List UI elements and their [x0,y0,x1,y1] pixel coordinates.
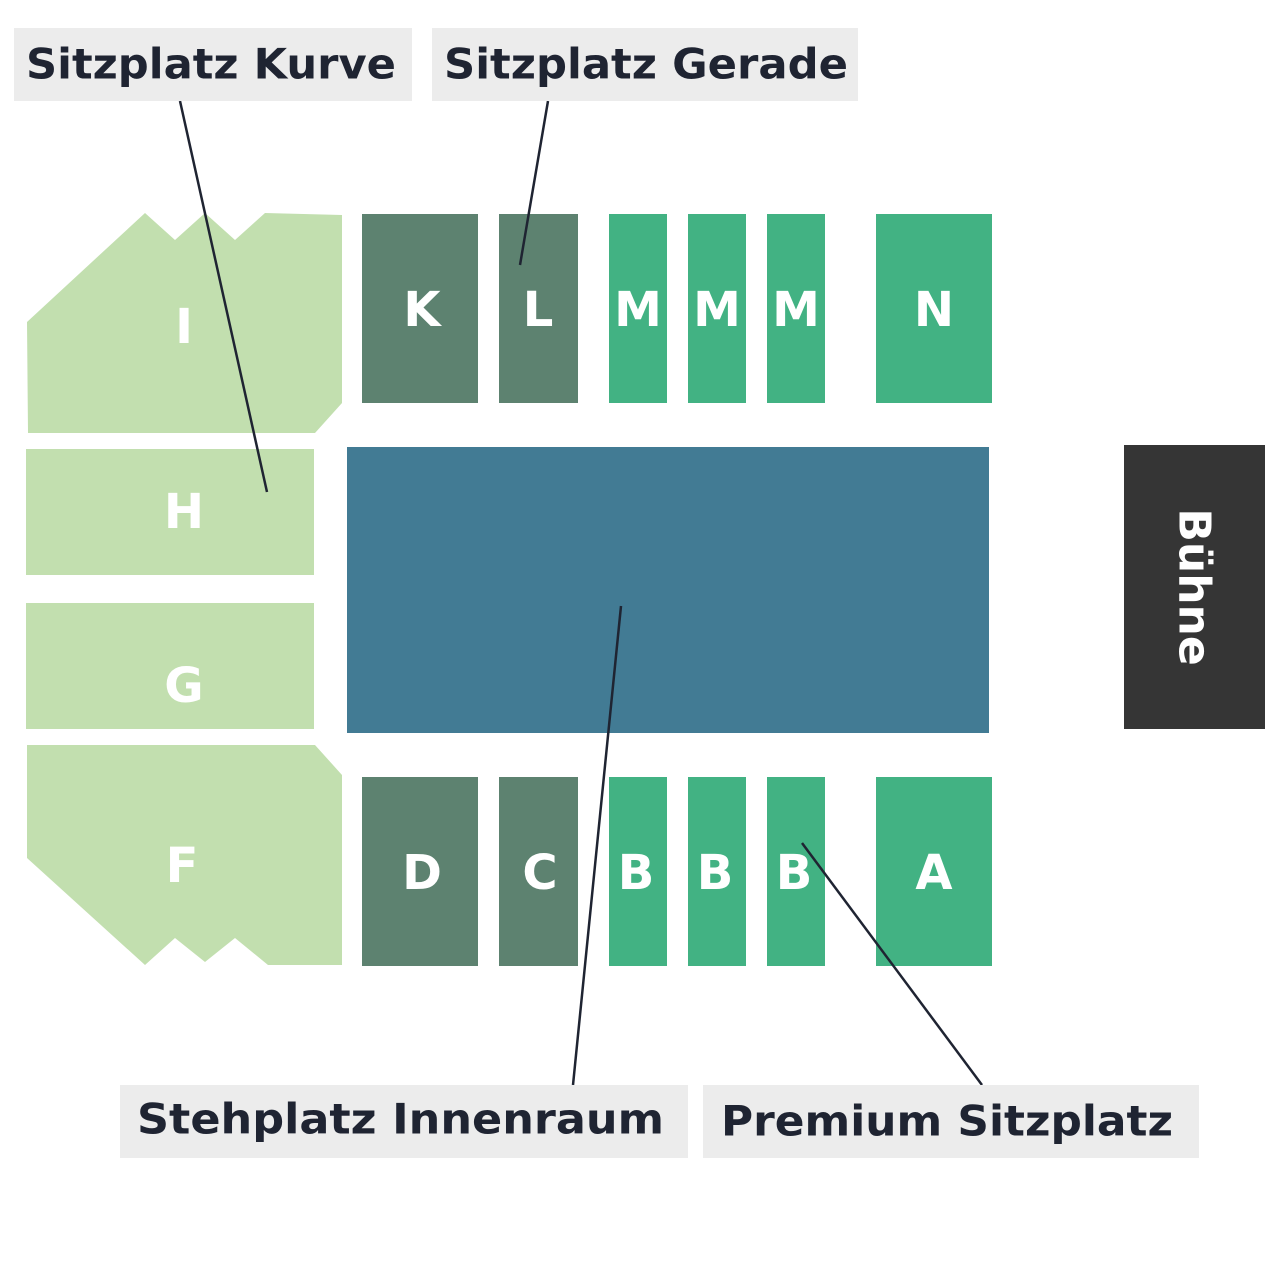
section-c-label: C [522,845,557,901]
callout-curve-text: Sitzplatz Kurve [26,40,396,89]
section-b-1[interactable] [609,777,667,966]
callout-standing: Stehplatz Innenraum [120,1085,688,1158]
leader-standing [571,605,623,1086]
section-h-label: H [164,484,204,540]
section-b-2[interactable] [688,777,746,966]
stage [1124,445,1265,729]
section-b-3[interactable] [767,777,825,966]
section-m-1-label: M [614,282,662,338]
section-h[interactable] [26,449,314,575]
section-n[interactable] [876,214,992,403]
section-i[interactable] [27,213,342,433]
section-c[interactable] [499,777,578,966]
callout-standing-text: Stehplatz Innenraum [137,1095,664,1144]
callout-premium: Premium Sitzplatz [703,1085,1199,1158]
section-k-label: K [403,282,442,338]
leader-curve [178,100,269,493]
leader-straight [518,100,550,266]
callout-straight-text: Sitzplatz Gerade [444,40,848,89]
callout-straight: Sitzplatz Gerade [432,28,858,101]
section-f[interactable] [27,745,342,965]
section-m-2[interactable] [688,214,746,403]
stage-label: Bühne [1169,508,1220,665]
section-l-label: L [523,282,554,338]
section-f-label: F [166,838,199,894]
section-m-3[interactable] [767,214,825,403]
callout-premium-text: Premium Sitzplatz [721,1097,1173,1146]
section-l[interactable] [499,214,578,403]
section-n-label: N [914,282,954,338]
section-g-label: G [164,658,203,714]
section-b-1-label: B [618,845,655,901]
leader-premium [800,842,984,1086]
section-g[interactable] [26,603,314,729]
section-i-label: I [175,299,193,355]
section-m-3-label: M [772,282,820,338]
section-d-label: D [402,845,442,901]
standing-area[interactable] [347,447,989,733]
section-k[interactable] [362,214,478,403]
section-b-3-label: B [776,845,813,901]
section-a-label: A [915,845,952,901]
section-d[interactable] [362,777,478,966]
section-b-2-label: B [697,845,734,901]
section-m-2-label: M [693,282,741,338]
section-a[interactable] [876,777,992,966]
callout-curve: Sitzplatz Kurve [14,28,412,101]
section-m-1[interactable] [609,214,667,403]
